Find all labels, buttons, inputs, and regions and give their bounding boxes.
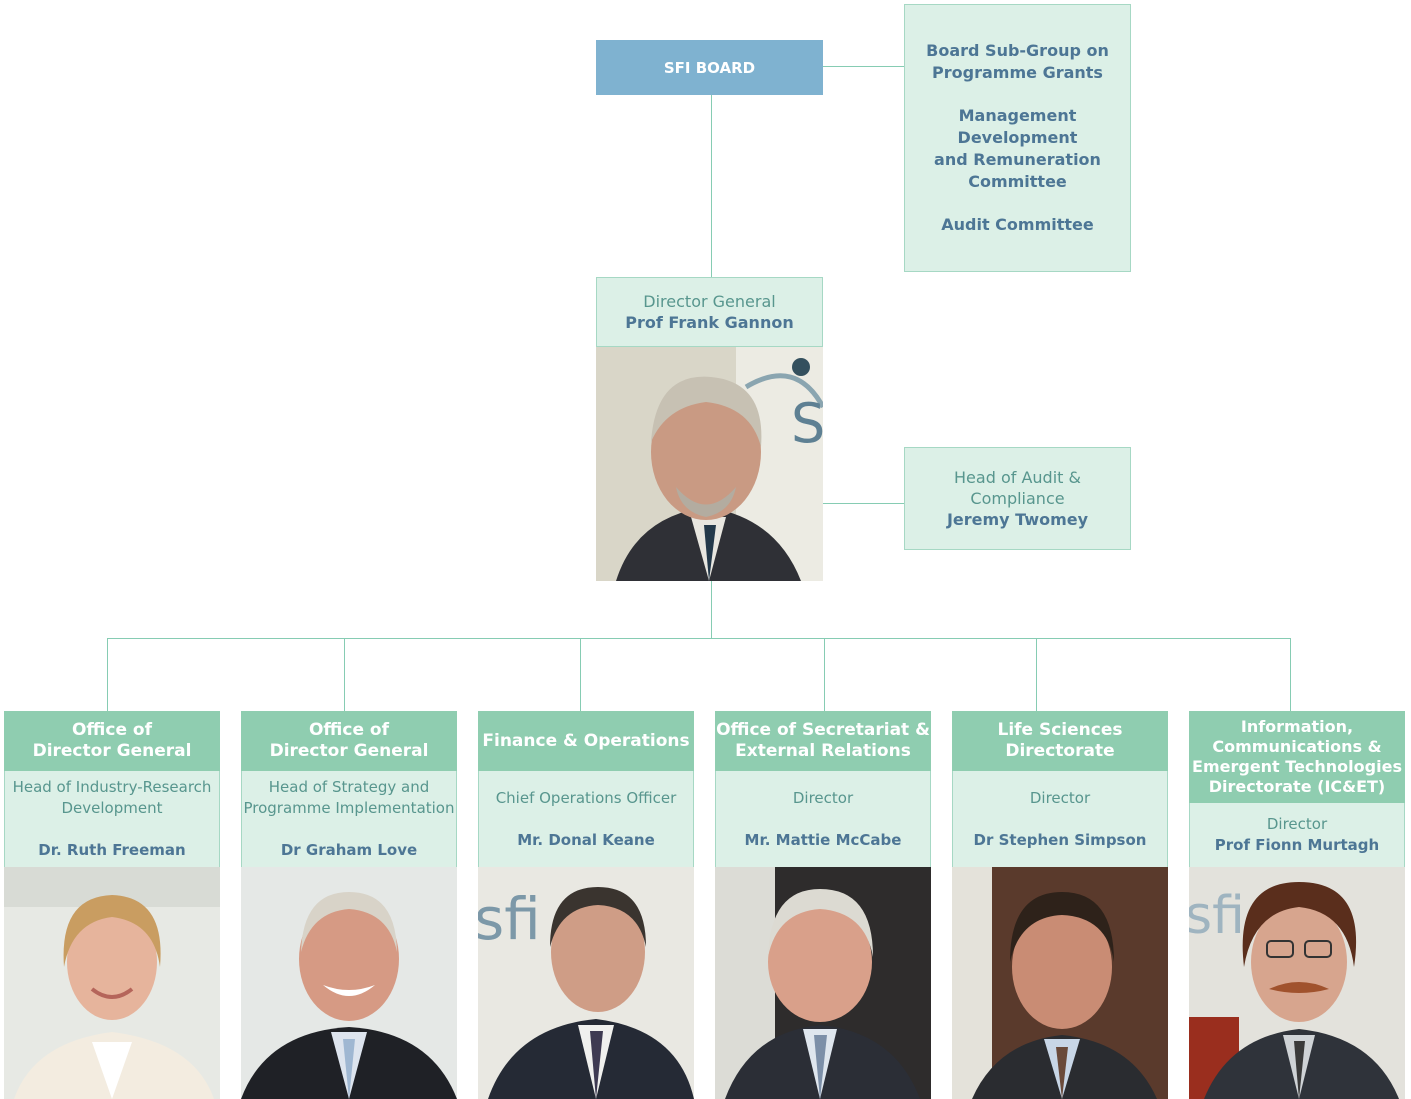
- dept-title: Finance & Operations: [478, 711, 694, 771]
- board-box: SFI BOARD: [596, 40, 823, 95]
- dept-info: Head of Strategy and Programme Implement…: [241, 771, 457, 867]
- dept-info: Head of Industry-Research Development Dr…: [4, 771, 220, 867]
- dept-name: Mr. Donal Keane: [517, 830, 655, 849]
- connector-board-down: [711, 95, 712, 277]
- dept-life-sciences: Life Sciences Directorate Director Dr St…: [952, 711, 1168, 1099]
- dept-name: Prof Fionn Murtagh: [1214, 836, 1380, 854]
- connector-drop-3: [580, 638, 581, 711]
- dept-title: Office of Director General: [241, 711, 457, 771]
- dept-info: Director Prof Fionn Murtagh: [1189, 803, 1405, 867]
- svg-text:sfi: sfi: [1189, 886, 1245, 946]
- dept-title: Information, Communications & Emergent T…: [1189, 711, 1405, 803]
- dept-title: Office of Secretariat & External Relatio…: [715, 711, 931, 771]
- connector-drop-4: [824, 638, 825, 711]
- dept-name: Mr. Mattie McCabe: [744, 830, 902, 849]
- dept-industry-research: Office of Director General Head of Indus…: [4, 711, 220, 1099]
- director-general-role: Director General: [643, 292, 776, 311]
- connector-drop-5: [1036, 638, 1037, 711]
- dept-info: Director Mr. Mattie McCabe: [715, 771, 931, 867]
- connector-board-committees: [823, 66, 904, 67]
- connector-dg-down: [711, 581, 712, 639]
- dept-role: Head of Strategy and Programme Implement…: [243, 778, 455, 817]
- dept-name: Dr Stephen Simpson: [973, 830, 1147, 849]
- svg-text:S: S: [791, 392, 823, 455]
- dept-secretariat: Office of Secretariat & External Relatio…: [715, 711, 931, 1099]
- director-general-photo: S: [596, 347, 823, 581]
- audit-role: Head of Audit & Compliance: [954, 468, 1081, 508]
- connector-drop-2: [344, 638, 345, 711]
- portrait-photo: [241, 867, 457, 1099]
- portrait-photo: [4, 867, 220, 1099]
- committee-remuneration: Management Development and Remuneration …: [934, 106, 1101, 191]
- dept-title: Life Sciences Directorate: [952, 711, 1168, 771]
- audit-name: Jeremy Twomey: [946, 510, 1089, 529]
- connector-dg-audit: [823, 503, 904, 504]
- dept-role: Director: [1029, 788, 1091, 807]
- portrait-photo: [952, 867, 1168, 1099]
- portrait-photo: sfi: [1189, 867, 1405, 1099]
- svg-text:sfi: sfi: [478, 885, 541, 953]
- director-general-box: Director General Prof Frank Gannon: [596, 277, 823, 347]
- dept-icet: Information, Communications & Emergent T…: [1189, 711, 1405, 1099]
- dept-finance-operations: Finance & Operations Chief Operations Of…: [478, 711, 694, 1099]
- connector-drop-1: [107, 638, 108, 711]
- director-general-name: Prof Frank Gannon: [625, 313, 794, 332]
- dept-role: Director: [1266, 815, 1328, 833]
- committee-programme-grants: Board Sub-Group on Programme Grants: [926, 41, 1109, 82]
- dept-name: Dr. Ruth Freeman: [38, 841, 186, 859]
- dept-role: Head of Industry-Research Development: [12, 778, 212, 817]
- portrait-photo: sfi: [478, 867, 694, 1099]
- connector-drop-6: [1290, 638, 1291, 711]
- committees-box: Board Sub-Group on Programme Grants Mana…: [904, 4, 1131, 272]
- committee-audit: Audit Committee: [941, 215, 1094, 234]
- dept-strategy: Office of Director General Head of Strat…: [241, 711, 457, 1099]
- dept-info: Director Dr Stephen Simpson: [952, 771, 1168, 867]
- portrait-photo: [715, 867, 931, 1099]
- board-label: SFI BOARD: [663, 58, 756, 77]
- audit-box: Head of Audit & Compliance Jeremy Twomey: [904, 447, 1131, 550]
- dept-name: Dr Graham Love: [280, 841, 418, 859]
- dept-role: Chief Operations Officer: [495, 788, 677, 807]
- dept-title: Office of Director General: [4, 711, 220, 771]
- dept-role: Director: [792, 788, 854, 807]
- dept-info: Chief Operations Officer Mr. Donal Keane: [478, 771, 694, 867]
- connector-horizontal: [107, 638, 1291, 639]
